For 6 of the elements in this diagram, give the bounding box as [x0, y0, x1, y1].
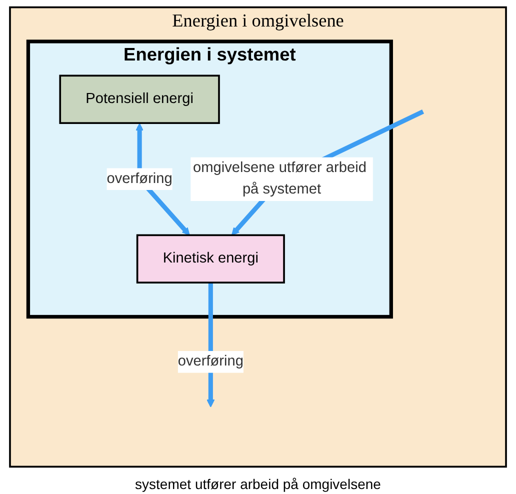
note-text: systemet utfører arbeid på omgivelsene [135, 476, 381, 492]
edge-label: overføring [106, 170, 172, 186]
node-box: Kinetisk energi [136, 234, 285, 284]
edge-label: omgivelsene utfører arbeid på systemet [193, 160, 366, 198]
edge-label: overføring [178, 354, 244, 370]
node-box: Potensiell energi [59, 74, 220, 124]
